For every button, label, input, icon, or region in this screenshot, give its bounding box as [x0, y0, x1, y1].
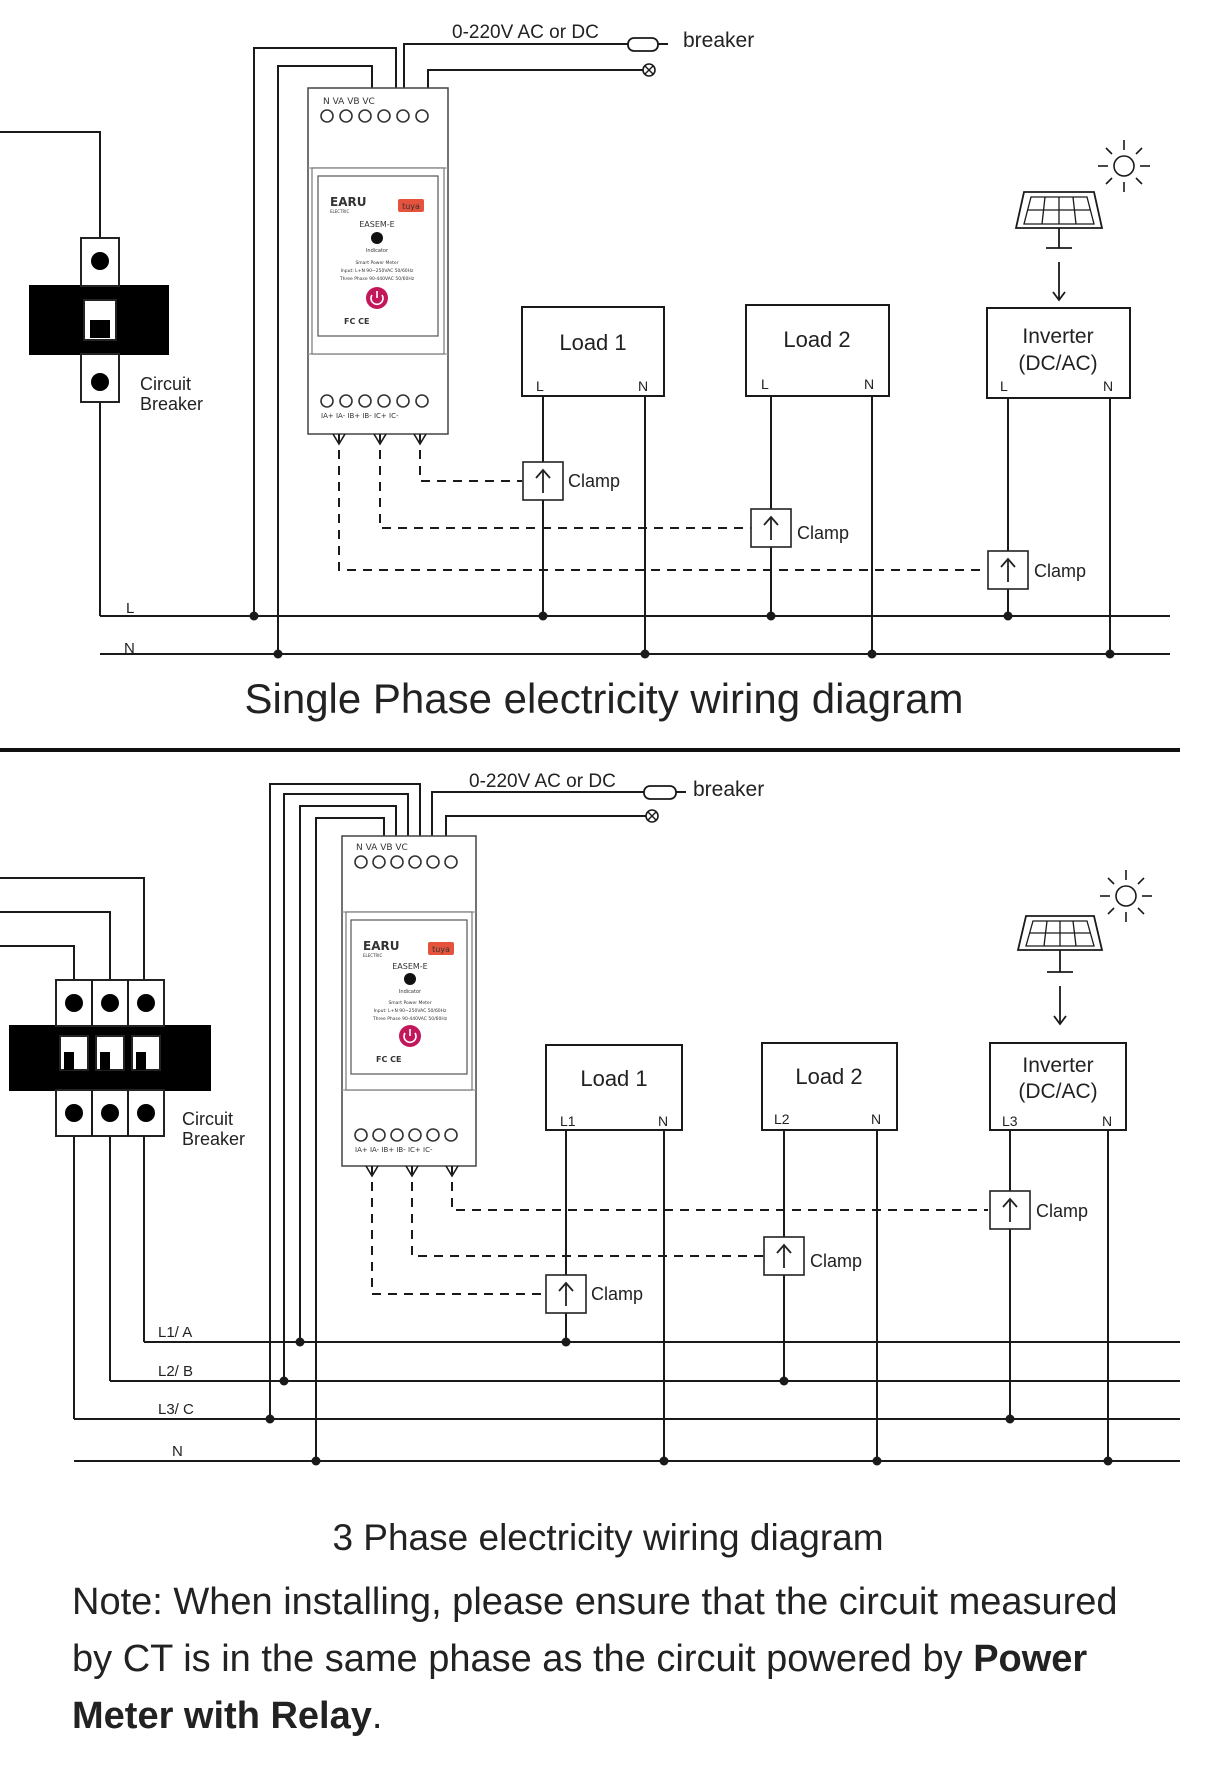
clamp-label: Clamp [797, 523, 849, 543]
meter-indicator-label: Indicator [399, 989, 422, 995]
supply-label: 0-220V AC or DC [469, 771, 616, 792]
sun-icon [1098, 140, 1150, 192]
three-phase-diagram [0, 783, 1180, 1466]
meter-bottom-terminal-labels: IA+ IA- IB+ IB- IC+ IC- [355, 1146, 433, 1154]
terminal-label: L [536, 378, 544, 394]
tuya-label: tuya [432, 945, 450, 954]
load-1-title: Load 1 [559, 330, 626, 355]
breaker-label: breaker [693, 778, 764, 801]
load-2-title: Load 2 [783, 327, 850, 352]
line-label-L1: L1/ A [158, 1324, 192, 1341]
meter-cert: FC CE [376, 1055, 401, 1064]
power-meter [307, 87, 449, 435]
clamp-icon [987, 550, 1029, 590]
note-bold: Power Meter with Relay [72, 1638, 1088, 1737]
meter-spec: Three Phase 90-440VAC 50/60Hz [372, 1016, 448, 1022]
line-label-L2: L2/ B [158, 1363, 193, 1380]
tuya-label: tuya [402, 202, 420, 211]
clamp-label: Clamp [1034, 561, 1086, 581]
clamp-icon [545, 1274, 587, 1314]
terminal-label: L1 [560, 1113, 576, 1129]
fuse-symbol [627, 37, 659, 52]
terminal-label: N [1102, 1113, 1112, 1129]
tuya-badge [428, 942, 454, 955]
inverter-title: (DC/AC) [1018, 352, 1097, 375]
power-meter [341, 835, 477, 1167]
clamp-label: Clamp [568, 471, 620, 491]
terminal-label: N [1103, 378, 1113, 394]
diagram-1-title: Single Phase electricity wiring diagram [245, 675, 964, 722]
supply-label: 0-220V AC or DC [452, 22, 599, 43]
meter-indicator-label: Indicator [366, 248, 389, 254]
load-1-title: Load 1 [580, 1066, 647, 1091]
clamp-label: Clamp [591, 1284, 643, 1304]
circuit-breaker-label: Circuit [182, 1109, 233, 1129]
note-text: Note: When installing, please ensure tha… [72, 1581, 1118, 1680]
meter-brand-sub: ELECTRIC [363, 953, 382, 958]
installation-note: Note: When installing, please ensure tha… [72, 1574, 1152, 1745]
terminal-label: L [761, 376, 769, 392]
circuit-breaker-label: Breaker [140, 394, 203, 414]
terminal-label: N [638, 378, 648, 394]
meter-top-terminal-labels: N VA VB VC [323, 97, 375, 107]
inverter-box [989, 1042, 1127, 1131]
line-label-N: N [124, 640, 135, 657]
clamp-icon [522, 461, 564, 501]
meter-brand: EARU [330, 195, 366, 209]
line-label-L3: L3/ C [158, 1401, 194, 1418]
note-suffix: . [371, 1695, 383, 1737]
inverter-title: Inverter [1022, 325, 1093, 348]
solar-panel-icon [1016, 915, 1104, 1026]
tuya-badge [398, 199, 424, 212]
terminal-label: N [658, 1113, 668, 1129]
load-2-box [745, 304, 890, 397]
clamp-icon [763, 1236, 805, 1276]
diagram-2-title: 3 Phase electricity wiring diagram [332, 1517, 883, 1558]
sun-icon [1100, 870, 1152, 922]
circuit-breaker-label: Breaker [182, 1129, 245, 1149]
clamp-icon [750, 508, 792, 548]
terminal-label: N [871, 1111, 881, 1127]
meter-n-wire [253, 47, 397, 616]
load-1-box [545, 1044, 683, 1131]
circuit-breaker-label: Circuit [140, 374, 191, 394]
load-1-box [521, 306, 665, 397]
single-phase-diagram [0, 37, 1170, 659]
meter-bottom-terminal-labels: IA+ IA- IB+ IB- IC+ IC- [321, 412, 399, 420]
line-label-N: N [172, 1443, 183, 1460]
meter-brand-sub: ELECTRIC [330, 209, 349, 214]
meter-spec: Smart Power Meter [355, 260, 398, 266]
meter-spec: Input: L+N 90~250VAC 50/60Hz [374, 1008, 447, 1014]
meter-spec: Smart Power Meter [388, 1000, 431, 1006]
terminal-label: L [1000, 378, 1008, 394]
meter-brand: EARU [363, 939, 399, 953]
meter-model: EASEM-E [359, 220, 395, 229]
meter-top-terminal-labels: N VA VB VC [356, 843, 408, 853]
terminal-label: L2 [774, 1111, 790, 1127]
breaker-label: breaker [683, 29, 754, 52]
solar-panel-icon [1014, 191, 1104, 302]
terminal-label: L3 [1002, 1113, 1018, 1129]
clamp-label: Clamp [810, 1251, 862, 1271]
inverter-title: Inverter [1022, 1054, 1093, 1077]
terminal-label: N [864, 376, 874, 392]
clamp-icon [989, 1190, 1031, 1230]
inverter-box [986, 307, 1131, 399]
line-label-L: L [126, 600, 134, 617]
meter-cert: FC CE [344, 317, 369, 326]
load-2-box [761, 1042, 898, 1131]
meter-model: EASEM-E [392, 962, 428, 971]
load-2-title: Load 2 [795, 1064, 862, 1089]
inverter-title: (DC/AC) [1018, 1080, 1097, 1103]
meter-spec: Three Phase 90-440VAC 50/60Hz [339, 276, 415, 282]
fuse-symbol [643, 785, 677, 800]
indicator-led [371, 232, 383, 244]
meter-spec: Input: L+N 90~250VAC 50/60Hz [341, 268, 414, 274]
indicator-led [404, 973, 416, 985]
clamp-label: Clamp [1036, 1201, 1088, 1221]
